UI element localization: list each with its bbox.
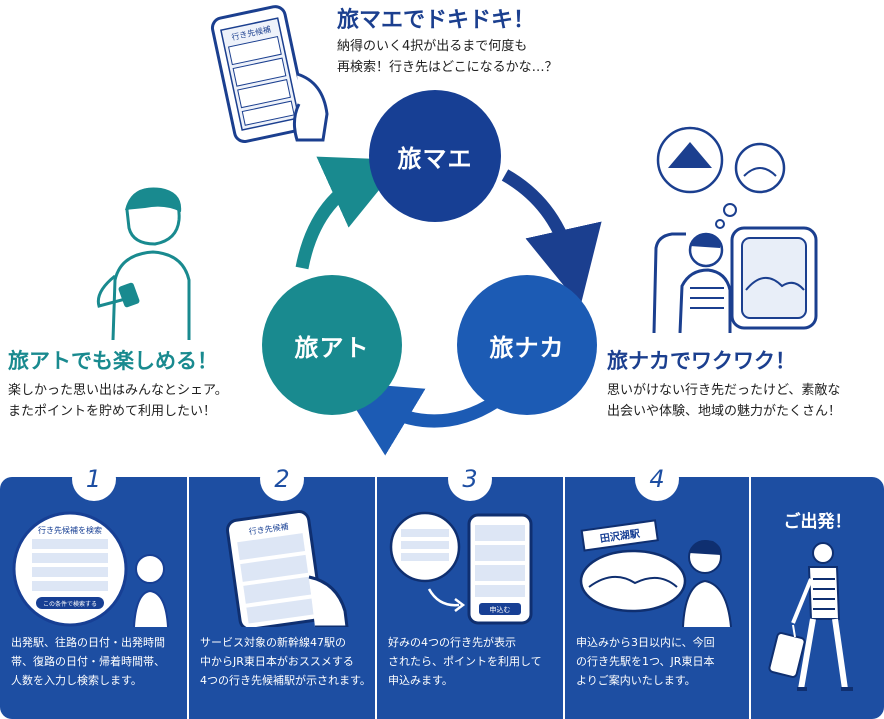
ato-desc-line1: 楽しかった思い出はみんなとシェア。 — [8, 383, 228, 398]
step-1-line1: 出発駅、往路の日付・出発時間 — [11, 636, 165, 649]
step-2-number: 2 — [260, 457, 304, 501]
departure-label: ご出発！ — [783, 512, 852, 532]
form-button-text: この条件で検索する — [43, 600, 97, 608]
mae-description: 納得のいく4択が出るまで何度も 再検索！行き先はどこになるかな…？ — [337, 36, 558, 78]
naka-title: 旅ナカでワクワク！ — [607, 349, 796, 373]
mae-desc-line1: 納得のいく4択が出るまで何度も — [337, 39, 528, 54]
step-1-number: 1 — [71, 457, 116, 501]
arrow-naka-to-ato — [338, 381, 499, 456]
naka-description: 思いがけない行き先だったけど、素敵な 出会いや体験、地域の魅力がたくさん！ — [607, 380, 841, 422]
step-4-line2: の行き先駅を1つ、JR東日本 — [576, 655, 715, 668]
step-2-line2: 中からJR東日本がおススメする — [200, 655, 354, 668]
traveler-with-suitcase-illustration — [768, 542, 853, 691]
step-1-line3: 人数を入力し検索します。 — [11, 674, 142, 687]
cycle-ato-label: 旅アト — [294, 333, 370, 362]
departure-panel: ご出発！ — [751, 477, 884, 719]
step-1-panel: 1 行き先候補を検索 この条件で検索する 出発駅、往路の日付・出発時間 帯、復路… — [0, 457, 189, 719]
step-3-line1: 好みの4つの行き先が表示 — [388, 636, 516, 649]
candidate-phone-illustration: 行き先候補 — [225, 510, 349, 627]
apply-button-text: 申込む — [490, 605, 511, 614]
step-1-text: 出発駅、往路の日付・出発時間 帯、復路の日付・帰着時間帯、 人数を入力し検索しま… — [11, 633, 181, 690]
step-1-line2: 帯、復路の日付・帰着時間帯、 — [11, 655, 165, 668]
step-4-line3: よりご案内いたします。 — [576, 674, 696, 687]
mae-title: 旅マエでドキドキ！ — [337, 8, 536, 33]
step-3-text: 好みの4つの行き先が表示 されたら、ポイントを利用して 申込みます。 — [388, 633, 557, 690]
ato-title: 旅アトでも楽しめる！ — [8, 349, 218, 373]
apply-phone-illustration: 申込む — [389, 511, 533, 625]
form-title-text: 行き先候補を検索 — [38, 525, 102, 535]
step-2-text: サービス対象の新幹線47駅の 中からJR東日本がおススメする 4つの行き先候補駅… — [200, 633, 371, 690]
step-3-line3: 申込みます。 — [388, 674, 453, 687]
ato-desc-line2: またポイントを貯めて利用したい！ — [8, 404, 217, 419]
step-2-line1: サービス対象の新幹線47駅の — [200, 636, 346, 649]
destination-station-illustration: 田沢湖駅 — [579, 519, 732, 627]
step-4-line1: 申込みから3日以内に、今回 — [576, 636, 715, 649]
cycle-mae-circle: 旅マエ — [369, 90, 501, 222]
arrow-mae-to-naka — [501, 169, 602, 307]
cycle-mae-label: 旅マエ — [397, 144, 473, 173]
step-3-line2: されたら、ポイントを利用して — [388, 655, 542, 668]
step-3-number: 3 — [448, 457, 492, 501]
mae-desc-line2: 再検索！行き先はどこになるかな…？ — [337, 60, 558, 75]
ato-description: 楽しかった思い出はみんなとシェア。 またポイントを貯めて利用したい！ — [8, 380, 228, 422]
steps-bar: 1 行き先候補を検索 この条件で検索する 出発駅、往路の日付・出発時間 帯、復路… — [0, 457, 884, 719]
naka-desc-line2: 出会いや体験、地域の魅力がたくさん！ — [607, 404, 842, 419]
train-window-illustration — [652, 126, 818, 333]
naka-desc-line1: 思いがけない行き先だったけど、素敵な — [607, 383, 841, 398]
cycle-naka-circle: 旅ナカ — [457, 275, 597, 415]
step-3-panel: 3 申込む 好みの4つの行き先が表示 されたら、ポイントを利用して 申込みます — [377, 457, 565, 719]
cycle-naka-label: 旅ナカ — [489, 333, 565, 362]
phone-in-hand-illustration: 行き先候補 — [210, 5, 329, 144]
cycle-ato-circle: 旅アト — [262, 275, 402, 415]
step-2-line3: 4つの行き先候補駅が示されます。 — [200, 674, 371, 687]
arrow-ato-to-mae — [295, 156, 404, 270]
step-4-number: 4 — [635, 457, 679, 501]
step-4-panel: 4 田沢湖駅 申込みから3日以内に、今回 の行き先駅を1つ、JR東日本 よりご案… — [565, 457, 751, 719]
step-2-panel: 2 行き先候補 サービス対象の新幹線47駅の 中からJR東日本がおススメする 4… — [189, 457, 377, 719]
step-4-text: 申込みから3日以内に、今回 の行き先駅を1つ、JR東日本 よりご案内いたします。 — [576, 633, 743, 690]
person-with-phone-illustration — [96, 187, 191, 340]
search-form-illustration: 行き先候補を検索 この条件で検索する — [12, 511, 169, 627]
